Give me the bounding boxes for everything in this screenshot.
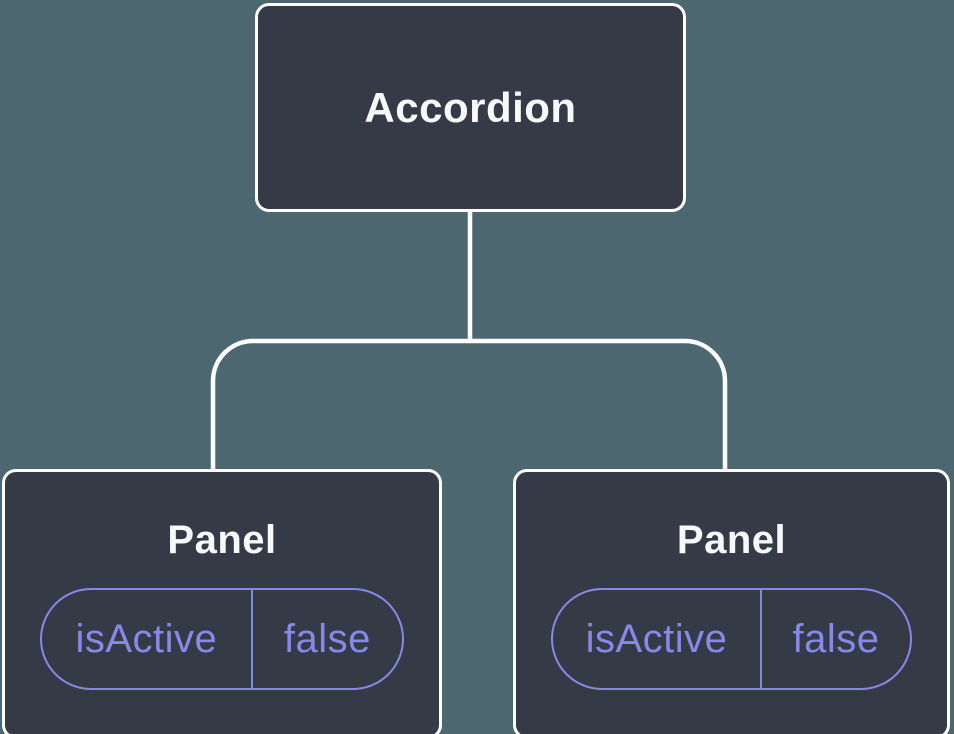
accordion-node-label: Accordion <box>364 83 577 131</box>
prop-name: isActive <box>75 616 218 661</box>
panel-node-label: Panel <box>167 518 277 562</box>
accordion-node: Accordion <box>255 3 686 212</box>
prop-name-cell: isActive <box>553 590 763 688</box>
prop-value: false <box>283 616 371 661</box>
panel-node-right: Panel isActive false <box>513 469 950 734</box>
prop-name: isActive <box>585 616 728 661</box>
prop-value-cell: false <box>762 590 910 688</box>
prop-value: false <box>792 616 880 661</box>
prop-value-cell: false <box>253 590 402 688</box>
prop-name-cell: isActive <box>42 590 253 688</box>
state-prop-pill: isActive false <box>551 588 912 690</box>
state-prop-pill: isActive false <box>40 588 404 690</box>
panel-node-label: Panel <box>676 518 787 562</box>
panel-node-left: Panel isActive false <box>2 469 442 734</box>
branch-line <box>210 338 728 470</box>
